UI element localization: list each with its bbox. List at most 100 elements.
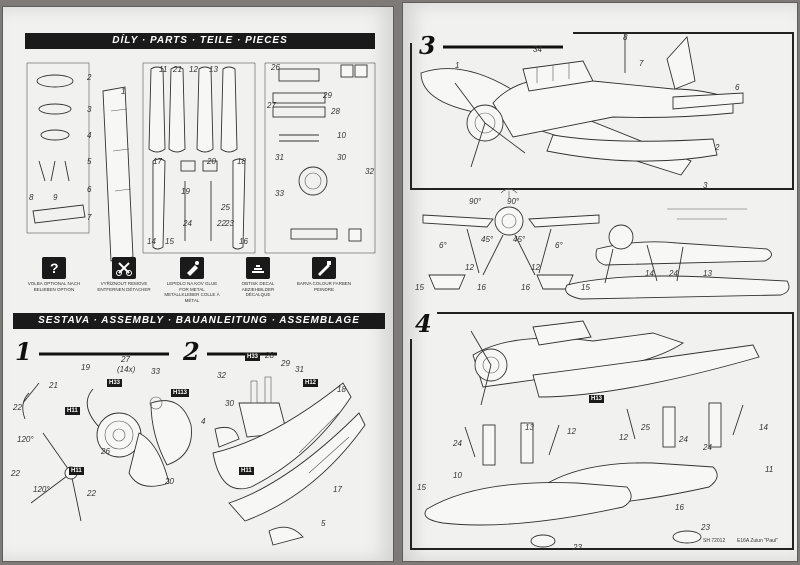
part-number: 10 [337,131,346,140]
callout-label: 16 [675,503,684,512]
callout-label: 24 [453,439,462,448]
part-number: 21 [173,65,182,74]
angle-label: 45° [513,235,526,244]
part-number: 22 [217,219,226,228]
part-number: 27 [267,101,276,110]
callout-label: 23 [701,523,710,532]
legend-text: Lepidlo na kov Glue for metal Metallkleb… [164,281,220,303]
callout-label: 16 [521,283,530,292]
angle-label: 45° [481,235,494,244]
callout-label: 15 [581,283,590,292]
part-number: 2 [87,73,92,82]
kit-title: E16A Zuiun "Paul" [737,538,778,544]
assembly-header: SESTAVA · ASSEMBLY · BAUANLEITUNG · ASSE… [13,313,385,329]
callout-label: 5 [321,519,326,528]
legend-text: Vyříznout Remove Entfernen Détacher [97,281,151,292]
legend-optional: ? Volba Optional Nach Belieben Option [25,257,83,292]
callout-label: (14x) [117,365,136,374]
step-arrow [39,352,169,356]
step-number: 4 [415,309,432,338]
callout-label: 19 [81,363,90,372]
legend-glue: Lepidlo na kov Glue for metal Metallkleb… [163,257,221,303]
callout-label: 4 [201,417,206,426]
callout-label: 120° [33,485,50,494]
callout-label: 34 [533,45,542,54]
step2-cockpit-drawing [212,376,366,546]
step-arrow [443,45,563,49]
parts-sprue-diagram [26,62,376,262]
callout-label: 12 [567,427,576,436]
parts-header: DÍLY · PARTS · TEILE · PIECES [25,33,375,49]
part-number: 24 [183,219,192,228]
part-number: 6 [87,185,92,194]
callout-label: 28 [265,351,274,360]
callout-label: 15 [415,283,424,292]
part-number: 23 [225,219,234,228]
callout-label: 33 [151,367,160,376]
step3-frame [410,32,794,190]
part-number: 13 [209,65,218,74]
part-number: 32 [365,167,374,176]
part-number: 9 [53,193,58,202]
callout-label: 13 [703,269,712,278]
callout-label: 10 [453,471,462,480]
legend-remove: Vyříznout Remove Entfernen Détacher [95,257,153,292]
step-number: 3 [419,31,436,60]
callout-label: 16 [477,283,486,292]
part-number: 28 [331,107,340,116]
legend-text: Obtisk Decal Abziehbilder Décalque [241,281,275,297]
kit-code: SH 72012 [703,538,726,544]
callout-label: 23 [573,543,582,552]
legend-paint: Barva Colour Farben Peindre [295,257,353,292]
part-number: 20 [207,157,216,166]
callout-label: 31 [295,365,304,374]
callout-label: 14 [645,269,654,278]
part-number: 17 [153,157,162,166]
callout-label: 6 [735,83,740,92]
step4-aircraft-drawing [424,320,760,548]
paint-code: H13 [589,395,605,403]
svg-text:?: ? [50,260,59,276]
callout-label: 7 [639,59,644,68]
paint-code: H113 [171,389,190,397]
callout-label: 11 [765,465,774,474]
callout-label: 22 [13,403,22,412]
legend-decal: Obtisk Decal Abziehbilder Décalque [229,257,287,298]
callout-label: 14 [759,423,768,432]
paint-code: H12 [303,379,319,387]
part-number: 31 [275,153,284,162]
paint-code: H33 [245,353,261,361]
step-number: 2 [183,337,200,366]
part-number: 33 [275,189,284,198]
scissors-icon [112,257,136,279]
callout-label: 20 [165,477,174,486]
part-number: 29 [323,91,332,100]
part-number: 5 [87,157,92,166]
decal-icon [246,257,270,279]
float-strut-views [422,188,790,300]
angle-label: 90° [507,197,520,206]
paint-code: H33 [107,379,123,387]
callout-label: 29 [281,359,290,368]
callout-label: 17 [333,485,342,494]
callout-label: 24 [703,443,712,452]
part-number: 3 [87,105,92,114]
left-instruction-page: DÍLY · PARTS · TEILE · PIECES [2,6,394,562]
callout-label: 120° [17,435,34,444]
step-arrow [207,352,277,356]
part-number: 12 [189,65,198,74]
part-number: 18 [237,157,246,166]
part-number: 26 [271,63,280,72]
part-number: 7 [87,213,92,222]
paint-icon [312,257,336,279]
callout-label: 8 [623,33,628,42]
question-icon: ? [42,257,66,279]
paint-code: H11 [65,407,80,415]
callout-label: 3 [703,181,708,190]
callout-label: 26 [101,447,110,456]
callout-label: 13 [525,423,534,432]
step-number: 1 [15,337,32,366]
paint-code: H11 [239,467,254,475]
callout-label: 12 [531,263,540,272]
callout-label: 15 [417,483,426,492]
